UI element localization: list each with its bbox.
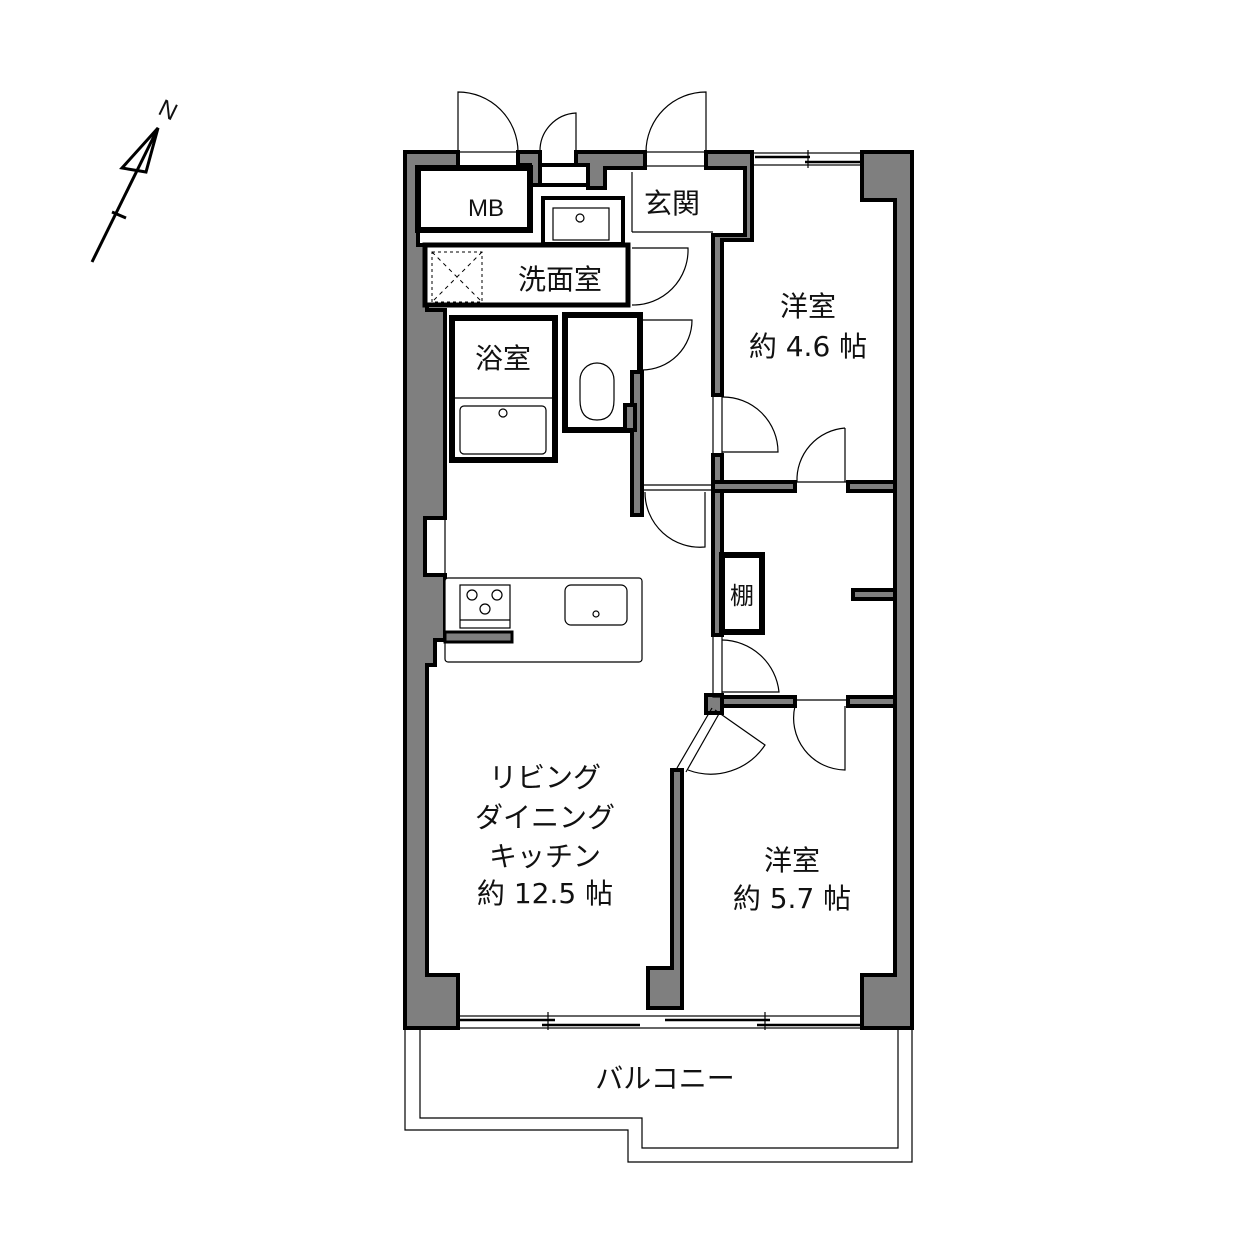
interior-walls <box>415 163 897 773</box>
ldk-label-line1: リビング <box>489 761 601 794</box>
room-size-western-1: 約 4.6 帖 <box>749 330 867 363</box>
balcony-label: バルコニー <box>595 1062 734 1095</box>
room-label-western-1: 洋室 <box>780 290 836 323</box>
room-label-genkan: 玄関 <box>644 187 700 220</box>
north-label: N <box>154 95 181 127</box>
ldk-size: 約 12.5 帖 <box>477 877 613 910</box>
room-label-bathroom: 浴室 <box>475 342 531 375</box>
room-size-western-2: 約 5.7 帖 <box>733 882 851 915</box>
ldk-label-line2: ダイニング <box>475 801 615 834</box>
room-label-washroom: 洗面室 <box>518 263 602 296</box>
balcony-outline <box>404 1028 913 1163</box>
room-label-western-2: 洋室 <box>764 844 820 877</box>
north-arrow-icon: N <box>90 95 181 263</box>
ldk-label-line3: キッチン <box>489 840 601 873</box>
room-label-mb: MB <box>468 195 504 222</box>
shelf-label: 棚 <box>730 583 754 610</box>
interior-doors <box>631 247 848 775</box>
